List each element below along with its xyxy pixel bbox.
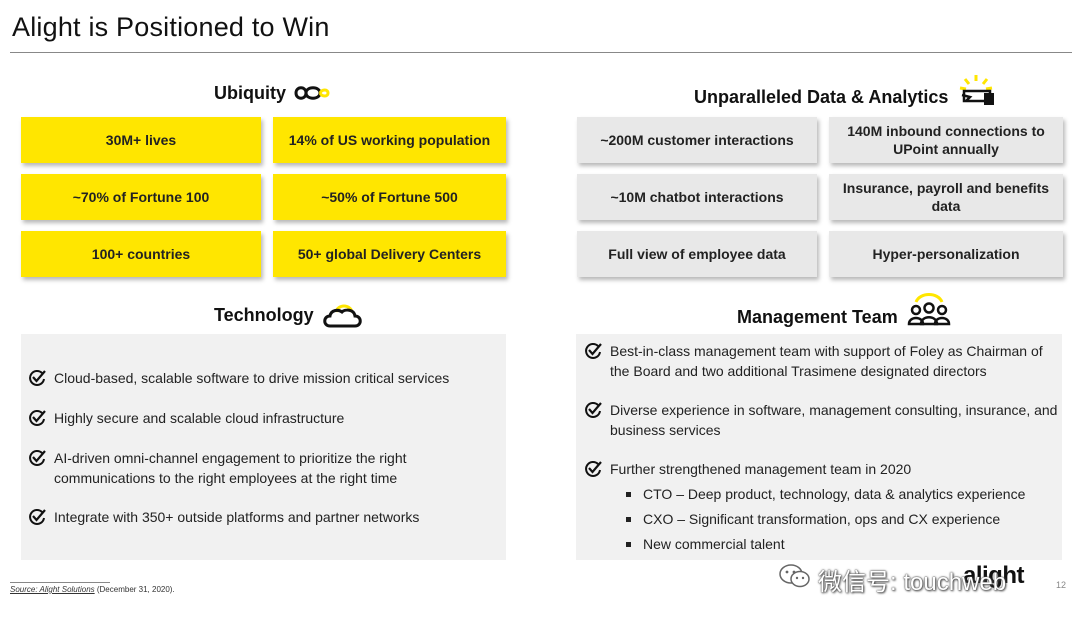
- data-box: Insurance, payroll and benefits data: [829, 174, 1063, 220]
- technology-bullet: Cloud-based, scalable software to drive …: [28, 368, 498, 392]
- title-divider: [10, 52, 1072, 53]
- infinity-icon: [294, 82, 342, 104]
- technology-bullet: AI-driven omni-channel engagement to pri…: [28, 448, 448, 489]
- data-box: ~200M customer interactions: [577, 117, 817, 163]
- data-hand-icon: [956, 73, 998, 109]
- data-analytics-heading: Unparalleled Data & Analytics: [694, 73, 998, 109]
- page-title: Alight is Positioned to Win: [12, 12, 330, 42]
- data-box: Full view of employee data: [577, 231, 817, 277]
- technology-bullet-text: Integrate with 350+ outside platforms an…: [54, 509, 420, 525]
- ubiquity-heading-label: Ubiquity: [214, 82, 286, 103]
- technology-bullet: Highly secure and scalable cloud infrast…: [28, 408, 498, 432]
- bullet-dot: [626, 516, 631, 522]
- management-bullet: Further strengthened management team in …: [584, 459, 1054, 483]
- management-bullet-text: Best-in-class management team with suppo…: [610, 343, 1043, 380]
- management-bullet-text: Diverse experience in software, manageme…: [610, 402, 1058, 439]
- check-icon: [28, 508, 46, 531]
- ubiquity-box: 50+ global Delivery Centers: [273, 231, 506, 277]
- alight-logo: alight: [963, 562, 1025, 589]
- source-date: (December 31, 2020).: [94, 585, 175, 594]
- data-analytics-heading-label: Unparalleled Data & Analytics: [694, 86, 949, 107]
- cloud-icon: [322, 302, 364, 328]
- ubiquity-box: 100+ countries: [21, 231, 261, 277]
- watermark-text: 微信号: touchweb: [818, 569, 1007, 596]
- check-icon: [28, 449, 46, 472]
- management-bullet: Best-in-class management team with suppo…: [584, 341, 1054, 382]
- check-icon: [584, 460, 602, 483]
- management-sub-bullet-text: New commercial talent: [643, 536, 785, 552]
- check-icon: [584, 401, 602, 424]
- data-box: Hyper-personalization: [829, 231, 1063, 277]
- check-icon: [28, 369, 46, 392]
- source-divider: [10, 582, 110, 583]
- ubiquity-heading: Ubiquity: [214, 82, 342, 104]
- bullet-dot: [626, 491, 631, 497]
- check-icon: [28, 409, 46, 432]
- technology-bullet-text: Highly secure and scalable cloud infrast…: [54, 410, 345, 426]
- data-box: ~10M chatbot interactions: [577, 174, 817, 220]
- technology-bullet: Integrate with 350+ outside platforms an…: [28, 507, 498, 531]
- page-number: 12: [1056, 580, 1067, 590]
- data-box: 140M inbound connections to UPoint annua…: [829, 117, 1063, 163]
- ubiquity-box: 30M+ lives: [21, 117, 261, 163]
- technology-heading-label: Technology: [214, 304, 314, 325]
- source-note: Source: Alight Solutions (December 31, 2…: [10, 585, 175, 594]
- wechat-icon: [778, 562, 812, 597]
- management-heading: Management Team: [737, 290, 952, 330]
- management-sub-bullet-text: CTO – Deep product, technology, data & a…: [643, 486, 1026, 502]
- management-sub-bullet: New commercial talent: [626, 536, 785, 552]
- management-sub-bullet: CXO – Significant transformation, ops an…: [626, 511, 1000, 527]
- ubiquity-box: 14% of US working population: [273, 117, 506, 163]
- ubiquity-box: ~50% of Fortune 500: [273, 174, 506, 220]
- check-icon: [584, 342, 602, 365]
- wechat-watermark: 微信号: touchweb: [778, 562, 1006, 597]
- technology-heading: Technology: [214, 302, 364, 328]
- management-sub-bullet: CTO – Deep product, technology, data & a…: [626, 486, 1025, 502]
- technology-bullet-text: AI-driven omni-channel engagement to pri…: [54, 450, 407, 487]
- team-icon: [906, 290, 952, 330]
- technology-panel: [21, 334, 506, 560]
- source-label: Source: Alight Solutions: [10, 585, 95, 594]
- management-bullet-text: Further strengthened management team in …: [610, 461, 912, 477]
- technology-bullet-text: Cloud-based, scalable software to drive …: [54, 370, 450, 386]
- ubiquity-box: ~70% of Fortune 100: [21, 174, 261, 220]
- management-sub-bullet-text: CXO – Significant transformation, ops an…: [643, 511, 1001, 527]
- management-panel: [576, 334, 1062, 560]
- bullet-dot: [626, 541, 631, 547]
- management-bullet: Diverse experience in software, manageme…: [584, 400, 1058, 441]
- management-heading-label: Management Team: [737, 306, 898, 327]
